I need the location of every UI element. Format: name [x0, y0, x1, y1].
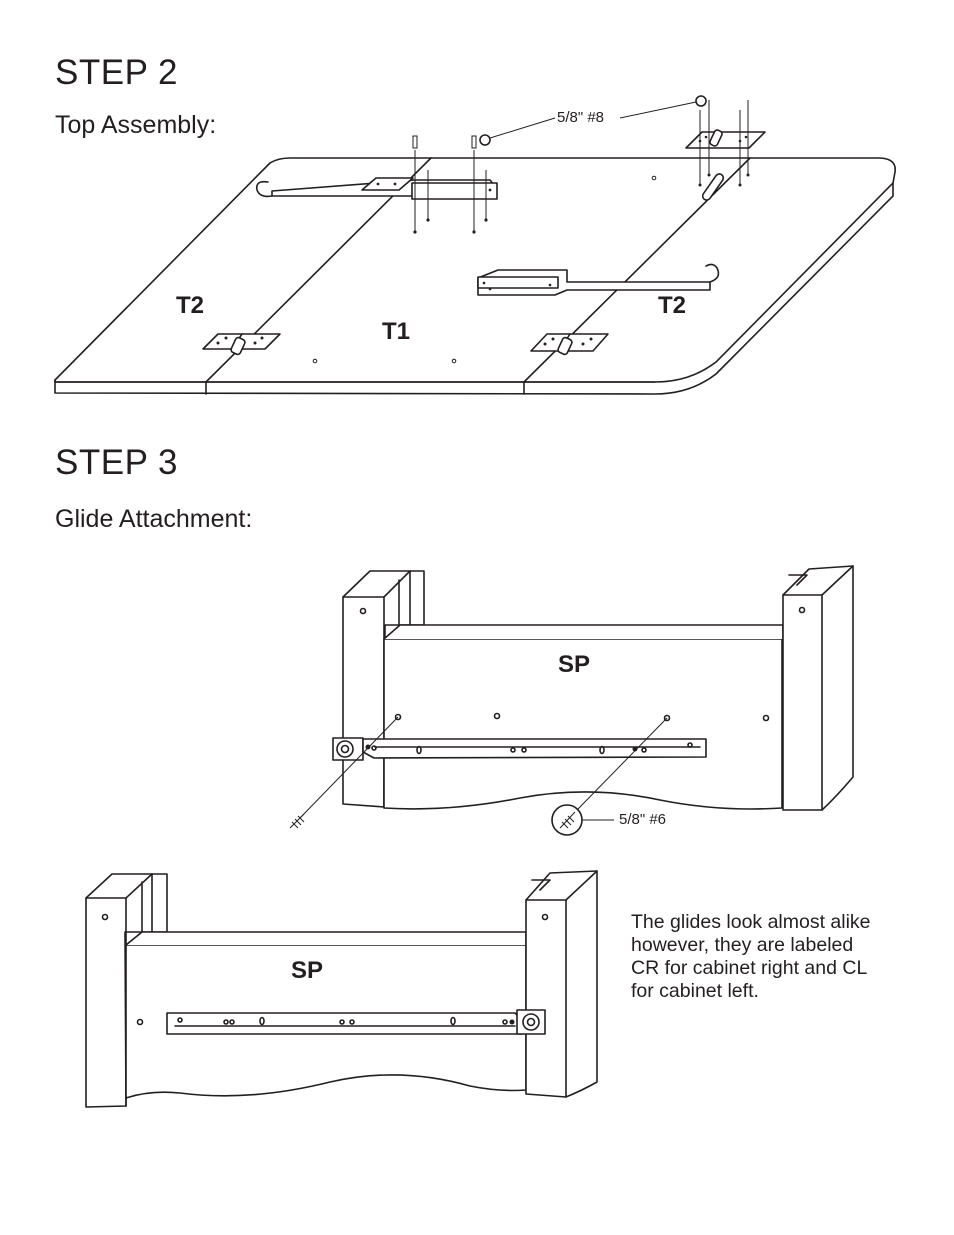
panel-label-sp-lower: SP — [291, 957, 324, 984]
step-3-subtitle: Glide Attachment: — [55, 505, 253, 533]
leaf-label-t1: T1 — [382, 318, 411, 345]
glide-lower — [166, 1009, 546, 1035]
glide-upper — [289, 716, 707, 829]
hinge-right — [530, 333, 609, 356]
step-2-title: STEP 2 — [55, 53, 178, 92]
step-3-title: STEP 3 — [55, 443, 178, 482]
leaf-label-t2-right: T2 — [658, 292, 687, 319]
step-2-subtitle: Top Assembly: — [55, 111, 217, 139]
hinge-left — [202, 333, 281, 356]
cabinet-side-lower — [85, 870, 598, 1108]
table-slide-upper — [255, 177, 498, 200]
panel-label-sp-upper: SP — [558, 651, 591, 678]
screw-label-5-8-8: 5/8" #8 — [557, 109, 605, 126]
glide-note: The glides look almost alike however, th… — [631, 911, 871, 1002]
screw-callout-glide — [551, 804, 614, 836]
screw-callout-top — [479, 95, 707, 146]
screw-set-upper — [412, 135, 488, 234]
hinge-exploded — [685, 100, 766, 201]
leaf-label-t2-left: T2 — [176, 292, 205, 319]
screw-label-5-8-6: 5/8" #6 — [619, 811, 667, 828]
table-slide-lower — [477, 263, 720, 296]
cabinet-side-upper — [342, 565, 854, 811]
